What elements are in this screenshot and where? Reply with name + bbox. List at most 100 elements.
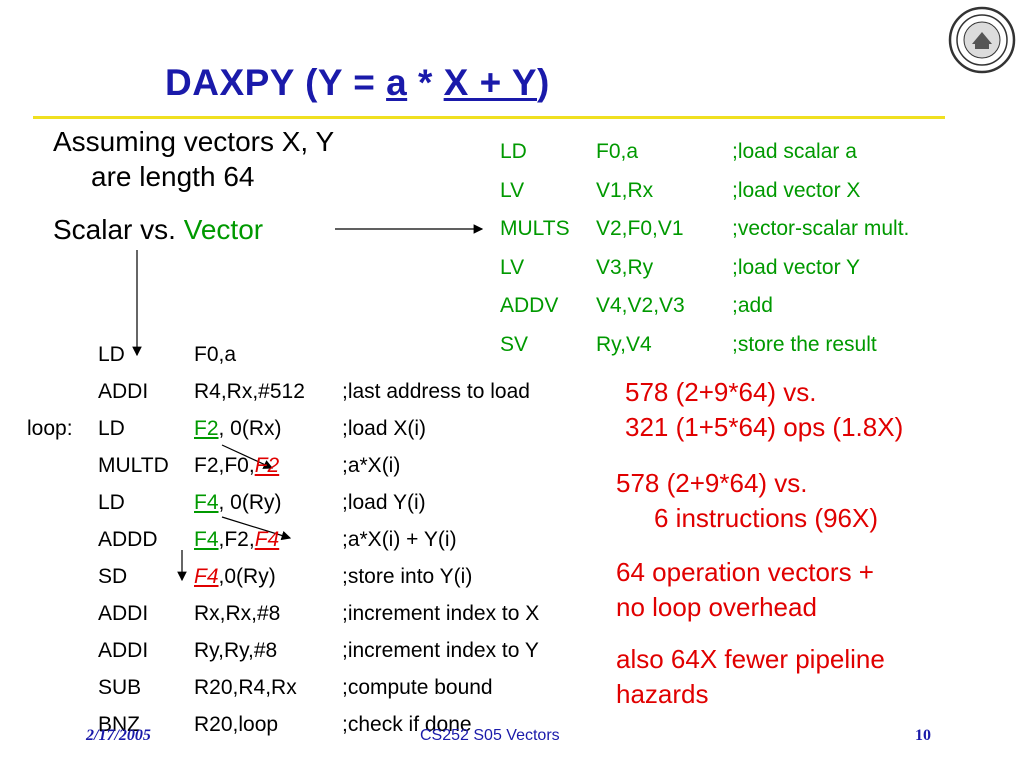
sc-reg-highlight: F2 bbox=[254, 454, 280, 477]
sc-op: ADDI bbox=[98, 602, 149, 625]
sc-reg-highlight: F2 bbox=[194, 417, 219, 440]
scalar-code-row: SUB R20,R4,Rx ;compute bound bbox=[27, 676, 539, 713]
scalar-code-row: ADDD F4,F2, F4;a*X(i) + Y(i) bbox=[27, 528, 539, 565]
scalar-code-row: LD F4, 0(Ry) ;load Y(i) bbox=[27, 491, 539, 528]
vc-args: V1,Rx bbox=[596, 178, 654, 202]
sc-op: BNZ bbox=[98, 713, 140, 736]
sc-args: Rx,Rx,#8 bbox=[194, 602, 281, 625]
footer-course: CS252 S05 Vectors bbox=[420, 727, 560, 744]
vc-op: LV bbox=[500, 178, 525, 202]
sc-args-pre: F2,F0, bbox=[194, 454, 255, 477]
dep-arrow-f4 bbox=[221, 516, 292, 541]
scalar-code-row: ADDI Rx,Rx,#8 ;increment index to X bbox=[27, 602, 539, 639]
vc-op: ADDV bbox=[500, 294, 559, 317]
title-a: a bbox=[386, 62, 408, 103]
vc-comment: ;load vector Y bbox=[732, 255, 861, 279]
vc-comment: ;vector-scalar mult. bbox=[732, 217, 910, 240]
sc-op: ADDD bbox=[98, 528, 158, 551]
sc-op: SD bbox=[98, 565, 128, 588]
intro-line1: Assuming vectors X, Y bbox=[53, 126, 335, 157]
sc-comment: ;check if done bbox=[342, 713, 472, 736]
note-line: no loop overhead bbox=[616, 592, 817, 622]
note-line: 64 operation vectors + bbox=[616, 557, 874, 587]
sc-label: loop: bbox=[27, 417, 73, 440]
sc-op: ADDI bbox=[98, 380, 149, 403]
sc-op: LD bbox=[98, 491, 125, 514]
note-ops-compare: 578 (2+9*64) vs. 321 (1+5*64) ops (1.8X) bbox=[625, 375, 903, 445]
scalar-vs-text: Scalar vs. bbox=[53, 214, 176, 245]
title-prefix: DAXPY (Y = bbox=[165, 62, 387, 103]
note-instr-compare: 578 (2+9*64) vs. 6 instructions (96X) bbox=[616, 466, 878, 536]
sc-args: R20,R4,Rx bbox=[194, 676, 297, 699]
sc-comment: ;increment index to X bbox=[342, 602, 540, 625]
vc-comment: ;add bbox=[732, 294, 773, 317]
scalar-vs-label: Scalar vs. Vector bbox=[53, 214, 263, 246]
vector-word: Vector bbox=[183, 214, 264, 245]
note-line: also 64X fewer pipeline bbox=[616, 644, 885, 674]
footer-page-number: 10 bbox=[915, 727, 931, 744]
sc-args: Ry,Ry,#8 bbox=[194, 639, 278, 662]
title-suffix: ) bbox=[537, 62, 550, 103]
sc-reg-highlight: F4 bbox=[194, 491, 219, 514]
sc-args: F4,F2, F4 bbox=[194, 528, 342, 552]
title-rule bbox=[33, 116, 945, 119]
intro-line2: are length 64 bbox=[91, 161, 255, 192]
sc-comment: ;store into Y(i) bbox=[342, 565, 473, 588]
vector-code-row: LV V3,Ry ;load vector Y bbox=[500, 256, 909, 295]
note-line: 321 (1+5*64) ops (1.8X) bbox=[625, 412, 904, 442]
sc-args-rest: , 0(Rx) bbox=[218, 417, 282, 440]
vector-code-row: ADDV V4,V2,V3 ;add bbox=[500, 294, 909, 333]
note-pipeline-hazards: also 64X fewer pipeline hazards bbox=[616, 642, 885, 712]
sc-op: MULTD bbox=[98, 454, 169, 477]
note-line: 6 instructions (96X) bbox=[654, 503, 878, 533]
university-seal-logo bbox=[948, 6, 1016, 74]
title-star: * bbox=[407, 62, 444, 103]
vc-args: V4,V2,V3 bbox=[596, 294, 685, 317]
vc-args: V3,Ry bbox=[596, 255, 654, 279]
slide-title: DAXPY (Y = a * X + Y) bbox=[165, 62, 550, 104]
sc-reg-highlight: F4 bbox=[194, 565, 219, 588]
vector-code-row: LV V1,Rx ;load vector X bbox=[500, 179, 909, 218]
sc-args: R20,loop bbox=[194, 713, 279, 736]
scalar-code-row: LD F0,a bbox=[27, 343, 539, 380]
title-xy: X + Y bbox=[443, 62, 537, 103]
vc-args: F0,a bbox=[596, 140, 639, 163]
sc-op: ADDI bbox=[98, 639, 149, 662]
sc-args-mid: ,F2, bbox=[218, 528, 255, 551]
note-loop-overhead: 64 operation vectors + no loop overhead bbox=[616, 555, 874, 625]
sc-op: LD bbox=[98, 417, 125, 440]
vector-code-row: MULTS V2,F0,V1 ;vector-scalar mult. bbox=[500, 217, 909, 256]
sc-comment: ;a*X(i) bbox=[342, 454, 401, 477]
sc-comment: ;load Y(i) bbox=[342, 491, 426, 514]
sc-args: F2, 0(Rx) bbox=[194, 417, 342, 441]
vc-op: MULTS bbox=[500, 217, 570, 240]
vc-op: LV bbox=[500, 255, 525, 279]
vc-comment: ;load vector X bbox=[732, 178, 861, 202]
sc-comment: ;last address to load bbox=[342, 380, 530, 403]
vc-args: V2,F0,V1 bbox=[596, 217, 684, 240]
scalar-code-row: ADDI Ry,Ry,#8 ;increment index to Y bbox=[27, 639, 539, 676]
sc-op: LD bbox=[98, 343, 125, 366]
sc-comment: ;load X(i) bbox=[342, 417, 427, 440]
sc-comment: ;compute bound bbox=[342, 676, 493, 699]
note-line: hazards bbox=[616, 679, 709, 709]
footer-date: 2/17/2005 bbox=[86, 727, 151, 744]
vc-args: Ry,V4 bbox=[596, 332, 652, 356]
sc-reg-highlight: F4 bbox=[254, 528, 280, 551]
sc-args: F2,F0,F2 bbox=[194, 454, 342, 478]
sc-op: SUB bbox=[98, 676, 142, 699]
sc-args-rest: , 0(Ry) bbox=[218, 491, 282, 514]
scalar-code-row: BNZ R20,loop ;check if done bbox=[27, 713, 539, 750]
sc-args: F0,a bbox=[194, 343, 237, 366]
sc-comment: ;a*X(i) + Y(i) bbox=[342, 528, 457, 551]
sc-comment: ;increment index to Y bbox=[342, 639, 539, 662]
vc-comment: ;store the result bbox=[732, 332, 877, 356]
vc-comment: ;load scalar a bbox=[732, 140, 857, 163]
